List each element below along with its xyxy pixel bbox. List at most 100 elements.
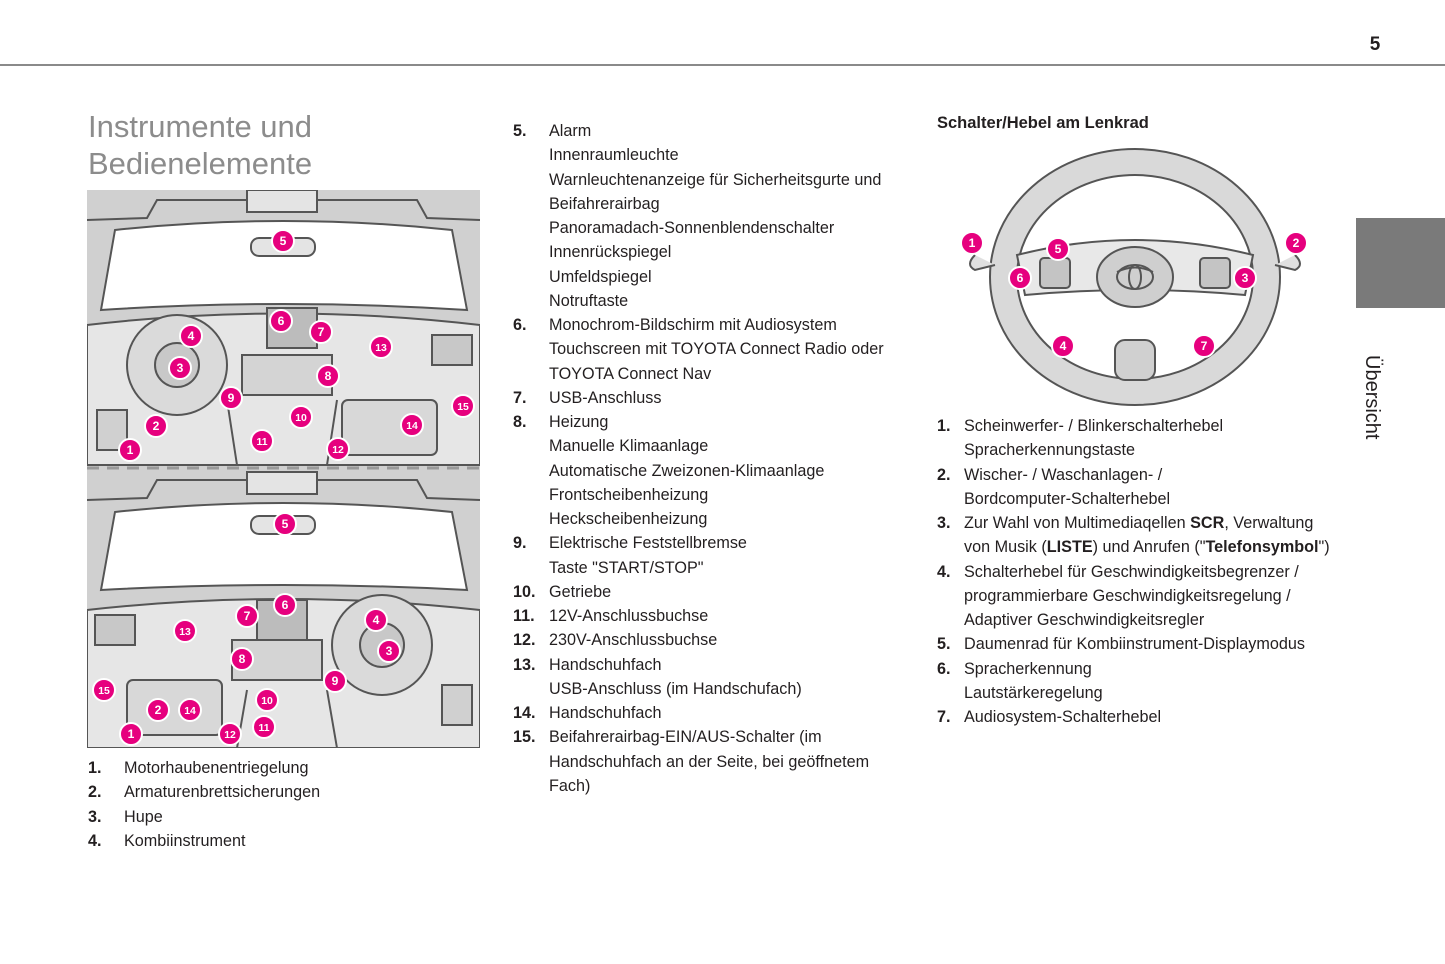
- legend-text: Innenraumleuchte: [549, 146, 679, 165]
- legend-text: Elektrische Feststellbremse: [549, 534, 747, 553]
- callout-number: 7: [244, 609, 251, 623]
- callout-badge: 9: [219, 386, 243, 410]
- callout-badge: 1: [960, 231, 984, 255]
- callout-badge: 11: [250, 429, 274, 453]
- legend-text: Audiosystem-Schalterhebel: [964, 708, 1162, 726]
- legend-number: 4.: [88, 831, 102, 850]
- callout-badge: 2: [144, 414, 168, 438]
- callout-number: 13: [375, 343, 387, 354]
- callout-number: 9: [332, 674, 339, 688]
- legend-item: 7. Audiosystem-Schalterhebel: [937, 705, 1347, 729]
- legend-number: 8.: [513, 413, 527, 431]
- callout-badge: 5: [273, 512, 297, 536]
- legend-text: Automatische Zweizonen-Klimaanlage: [549, 461, 825, 480]
- callout-number: 6: [1017, 271, 1024, 285]
- callout-badge: 12: [218, 722, 242, 746]
- legend-item: 3.Hupe: [88, 805, 478, 829]
- legend-number: 15.: [513, 728, 536, 747]
- callout-number: 8: [239, 652, 246, 666]
- legend-item: 2.Wischer- / Waschanlagen- /Bordcomputer…: [937, 463, 1347, 512]
- callout-badge: 11: [252, 715, 276, 739]
- legend-text: Taste "START/STOP": [549, 558, 704, 577]
- callout-number: 3: [177, 361, 184, 375]
- callout-badge: 1: [119, 722, 143, 746]
- legend-number: 13.: [513, 655, 536, 674]
- legend-number: 6.: [513, 316, 527, 334]
- legend-text: Spracherkennungstaste: [964, 441, 1135, 460]
- callout-badge: 8: [230, 647, 254, 671]
- legend-text: Hupe: [124, 807, 163, 826]
- legend-number: 7.: [513, 388, 527, 407]
- section-tab-label: Übersicht: [1361, 355, 1383, 440]
- callout-badge: 14: [400, 413, 424, 437]
- callout-badge: 4: [1051, 334, 1075, 358]
- callout-badge: 6: [269, 309, 293, 333]
- legend-item: 14.Handschuhfach: [513, 701, 913, 725]
- legend-text: Kombiinstrument: [124, 831, 246, 850]
- legend-text: Handschuhfach: [549, 655, 662, 674]
- callout-number: 5: [1055, 242, 1062, 256]
- legend-number: 10.: [513, 582, 536, 601]
- legend-text: Lautstärkeregelung: [964, 683, 1103, 702]
- legend-number: 6.: [937, 659, 951, 678]
- callout-badge: 13: [173, 619, 197, 643]
- page-number: 5: [1369, 34, 1381, 55]
- legend-text: Bordcomputer-Schalterhebel: [964, 489, 1171, 508]
- legend-text: Handschuhfach: [549, 704, 662, 722]
- legend-item: 1. Motorhaubenentriegelung: [88, 756, 478, 780]
- legend-text: Frontscheibenheizung: [549, 485, 709, 504]
- legend-number: 11.: [513, 607, 535, 625]
- callout-number: 5: [282, 517, 289, 531]
- callout-number: 1: [127, 443, 134, 457]
- callout-number: 5: [280, 234, 287, 248]
- legend-item: 3.Zur Wahl von Multimediaqellen SCR, Ver…: [937, 511, 1347, 560]
- callout-badge: 6: [273, 593, 297, 617]
- legend-text: programmierbare Geschwindigkeitsregelung…: [964, 586, 1291, 605]
- legend-item: 5.Daumenrad für Kombiinstrument-Displaym…: [937, 632, 1347, 656]
- legend-text: USB-Anschluss: [549, 388, 662, 407]
- left-legend-list: 1. Motorhaubenentriegelung 2. Armaturenbret…: [88, 756, 478, 853]
- legend-item: 4.Schalterhebel für Geschwindigkeitsbegr…: [937, 560, 1347, 633]
- legend-number: 7.: [937, 708, 951, 726]
- callout-badge: 12: [326, 437, 350, 461]
- callout-badge: 5: [1046, 237, 1070, 261]
- legend-text: Motorhaubenentriegelung: [124, 759, 309, 777]
- legend-number: 2.: [88, 783, 102, 802]
- callout-badge: 15: [92, 678, 116, 702]
- callout-number: 6: [278, 314, 285, 328]
- legend-item: 2. Armaturenbrettsicherungen: [88, 780, 478, 804]
- callout-number: 14: [184, 706, 196, 717]
- legend-text: Getriebe: [549, 582, 612, 601]
- callout-badge: 9: [323, 669, 347, 693]
- callout-badge: 10: [255, 688, 279, 712]
- legend-number: 1.: [88, 759, 102, 777]
- legend-text: Panoramadach-Sonnenblendenschalter: [549, 219, 835, 237]
- legend-number: 12.: [513, 631, 536, 650]
- legend-text: Notruftaste: [549, 291, 629, 310]
- callout-number: 11: [258, 723, 269, 734]
- callout-number: 1: [969, 236, 976, 250]
- callout-number: 13: [179, 627, 191, 638]
- legend-number: 3.: [937, 514, 951, 532]
- legend-text: Armaturenbrettsicherungen: [124, 783, 321, 802]
- callout-number: 2: [155, 703, 162, 717]
- legend-text: 230V-Anschlussbuchse: [549, 631, 718, 650]
- legend-text: Beifahrerairbag-EIN/AUS-Schalter (im: [549, 728, 822, 747]
- callout-badge: 7: [309, 320, 333, 344]
- legend-number: 1.: [937, 417, 951, 435]
- callout-number: 3: [386, 644, 393, 658]
- callout-number: 3: [1242, 271, 1249, 285]
- legend-text: Umfeldspiegel: [549, 267, 652, 286]
- legend-item: 4. Kombiinstrument: [88, 829, 478, 853]
- callout-number: 7: [1201, 339, 1208, 353]
- legend-text: Scheinwerfer- / Blinkerschalterhebel: [964, 417, 1224, 435]
